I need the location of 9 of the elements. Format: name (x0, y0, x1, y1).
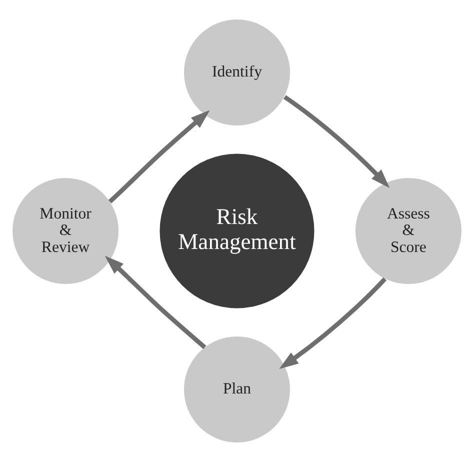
node-circle: Assess & Score (355, 177, 462, 284)
node-circle: Plan (184, 336, 290, 442)
node-circle: Monitor & Review (12, 177, 119, 284)
node-circle: Identify (184, 19, 290, 126)
node-circle: Risk Management (160, 153, 314, 308)
arrow (279, 276, 387, 368)
arrow (283, 94, 390, 188)
arrow (108, 110, 210, 203)
arrow (104, 255, 206, 349)
